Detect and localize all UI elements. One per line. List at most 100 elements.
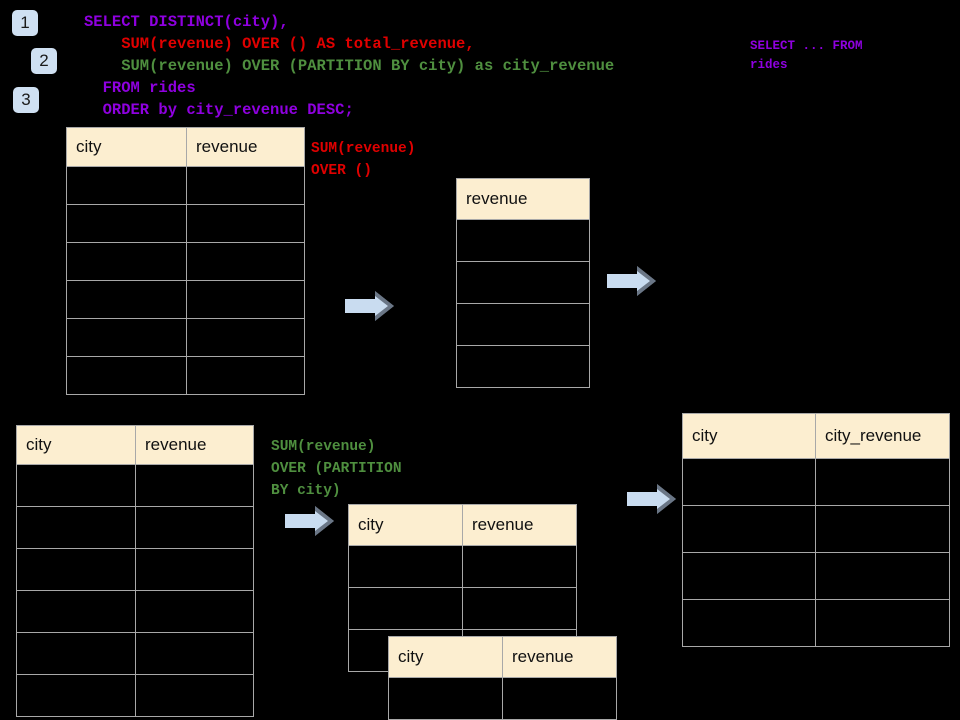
table-row: [682, 458, 950, 506]
table-cell: [135, 464, 254, 507]
table-row: [348, 587, 577, 630]
sql-line-select: SELECT DISTINCT(city),: [84, 13, 289, 31]
arrow-right-icon-partition-to-result: [627, 484, 676, 514]
step-badge-3: 3: [13, 87, 39, 113]
table-cell: [682, 458, 816, 506]
step-badge-1: 1: [12, 10, 38, 36]
table-row: [16, 590, 254, 633]
arrow-right-icon-source-to-total: [345, 291, 394, 321]
table-header-row: city revenue: [388, 636, 617, 678]
table-partition-group-2: city revenue: [388, 636, 617, 720]
table-cell: [16, 506, 136, 549]
annotation-partition-line2: OVER (PARTITION: [271, 461, 402, 477]
table-cell: [16, 464, 136, 507]
column-header-revenue: revenue: [456, 178, 590, 220]
table-cell: [186, 242, 305, 281]
arrow-right-icon-source-to-partition: [285, 506, 334, 536]
table-source-top: city revenue: [66, 127, 305, 395]
table-cell: [135, 590, 254, 633]
table-row: [16, 632, 254, 675]
table-row: [66, 280, 305, 319]
table-cell: [815, 505, 950, 553]
table-row: [16, 464, 254, 507]
annotation-partition-line1: SUM(revenue): [271, 439, 376, 455]
table-cell: [16, 632, 136, 675]
table-cell: [16, 674, 136, 717]
table-row: [66, 204, 305, 243]
table-cell: [815, 458, 950, 506]
table-row: [456, 345, 590, 388]
table-body: [388, 677, 617, 720]
table-cell: [456, 261, 590, 304]
table-row: [682, 505, 950, 553]
column-header-city: city: [348, 504, 463, 546]
table-header-row: revenue: [456, 178, 590, 220]
column-header-revenue: revenue: [186, 127, 305, 167]
table-cell: [66, 280, 187, 319]
sql-line-total-revenue: SUM(revenue) OVER () AS total_revenue,: [84, 35, 475, 53]
table-cell: [186, 204, 305, 243]
table-cell: [682, 505, 816, 553]
table-cell: [135, 506, 254, 549]
table-cell: [186, 280, 305, 319]
table-cell: [66, 318, 187, 357]
table-cell: [16, 548, 136, 591]
table-row: [16, 506, 254, 549]
table-cell: [388, 677, 503, 720]
annotation-total-line1: SUM(revenue): [311, 141, 416, 157]
table-cell: [66, 204, 187, 243]
table-cell: [66, 166, 187, 205]
table-header-row: city revenue: [66, 127, 305, 167]
table-header-row: city revenue: [16, 425, 254, 465]
table-cell: [186, 166, 305, 205]
table-cell: [456, 219, 590, 262]
table-row: [16, 674, 254, 717]
table-cell: [682, 552, 816, 600]
table-cell: [502, 677, 617, 720]
column-header-city-revenue: city_revenue: [815, 413, 950, 459]
table-row: [66, 166, 305, 205]
table-cell: [135, 674, 254, 717]
table-row: [66, 318, 305, 357]
sql-line-city-revenue: SUM(revenue) OVER (PARTITION BY city) as…: [84, 57, 615, 75]
table-row: [66, 356, 305, 395]
column-header-city: city: [16, 425, 136, 465]
column-header-revenue: revenue: [502, 636, 617, 678]
table-row: [456, 219, 590, 262]
table-cell: [456, 345, 590, 388]
table-row: [456, 261, 590, 304]
table-cell: [135, 632, 254, 675]
table-cell: [682, 599, 816, 647]
table-body: [682, 458, 950, 647]
column-header-revenue: revenue: [462, 504, 577, 546]
table-result: city city_revenue: [682, 413, 950, 647]
table-source-bottom: city revenue: [16, 425, 254, 717]
table-cell: [348, 587, 463, 630]
column-header-city: city: [682, 413, 816, 459]
table-header-row: city revenue: [348, 504, 577, 546]
side-note-rides-line: rides: [750, 58, 788, 72]
table-row: [456, 303, 590, 346]
table-cell: [16, 590, 136, 633]
table-row: [682, 599, 950, 647]
annotation-partition-line3: BY city): [271, 483, 341, 499]
arrow-right-icon-total-to-result: [607, 266, 656, 296]
annotation-total-line2: OVER (): [311, 163, 372, 179]
table-cell: [66, 356, 187, 395]
table-cell: [186, 318, 305, 357]
step-badge-2: 2: [31, 48, 57, 74]
table-row: [348, 545, 577, 588]
table-cell: [456, 303, 590, 346]
table-row: [16, 548, 254, 591]
table-cell: [462, 545, 577, 588]
table-total-revenue: revenue: [456, 178, 590, 388]
table-body: [66, 166, 305, 395]
column-header-city: city: [66, 127, 187, 167]
table-cell: [462, 587, 577, 630]
table-cell: [348, 545, 463, 588]
side-note-select-line: SELECT ... FROM: [750, 39, 863, 53]
table-cell: [186, 356, 305, 395]
sql-line-order-by: ORDER by city_revenue DESC;: [84, 101, 354, 119]
table-cell: [815, 599, 950, 647]
table-body: [456, 219, 590, 388]
